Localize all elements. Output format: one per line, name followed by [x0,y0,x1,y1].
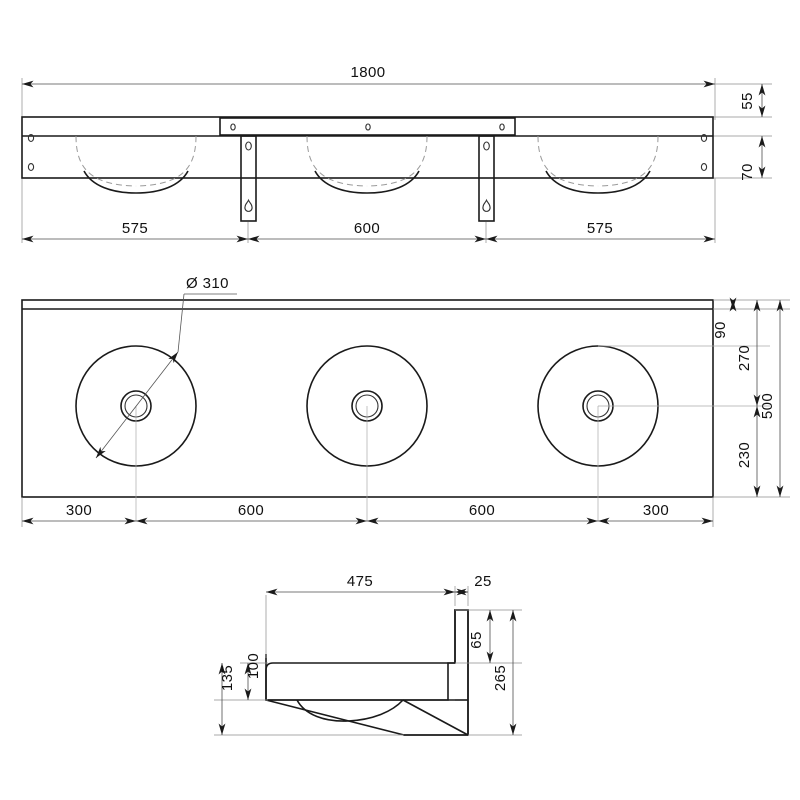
side-body-outline [265,609,469,736]
plan-body-outline [21,299,714,498]
dim-plan-bowl-diameter: Ø 310 [95,275,237,459]
dim-label-overall-length: 1800 [351,64,386,81]
dim-label-centre-to-front: 230 [736,442,753,468]
plan-bowl-2 [306,345,428,521]
dim-side-right-vertical: 65 265 [468,610,517,735]
dim-front-heights: 55 70 [739,84,766,181]
dim-label-bowl-length: 475 [347,573,373,590]
dim-side-horizontal: 475 25 [266,573,492,596]
side-section-view: 475 25 135 100 65 265 [214,573,522,736]
dim-plan-horizontal-chain: 300 600 600 300 [22,502,713,525]
dim-label-back-to-centre: 270 [736,345,753,371]
dim-side-left-vertical: 135 100 [218,653,262,735]
dim-label-edge-to-centre-right: 300 [643,502,669,519]
dim-label-centre-to-centre-left: 600 [238,502,264,519]
dim-label-total-height: 135 [219,665,236,691]
front-rail-holes [230,123,505,131]
dim-front-segments: 575 600 575 [22,220,715,243]
dim-label-overall-height: 265 [492,665,509,691]
plan-bowl-3 [537,345,770,521]
front-bowl-profiles [75,135,659,194]
front-extension-lines [21,78,772,243]
plan-extension-lines [21,299,790,527]
dim-label-upstand-height: 65 [468,631,485,649]
dim-label-edge-to-centre-left: 300 [66,502,92,519]
front-support-brackets [240,135,495,222]
dim-label-back-rim: 90 [712,321,729,339]
dim-label-segment-left: 575 [122,220,148,237]
plan-view: Ø 310 300 600 600 300 90 [21,275,790,527]
dim-front-overall-length: 1800 [22,64,715,88]
dim-label-centre-to-centre-right: 600 [469,502,495,519]
dim-label-splash-height: 55 [739,92,756,110]
dim-plan-vertical: 90 270 500 230 [712,297,784,497]
dim-label-segment-middle: 600 [354,220,380,237]
front-elevation-view: 1800 575 600 575 55 70 [21,64,772,243]
dim-label-bowl-height: 100 [245,653,262,679]
front-body-outline [21,116,714,179]
dim-label-bowl-diameter: Ø 310 [186,275,229,292]
dim-label-rear-upstand: 25 [474,573,492,590]
dim-label-overall-depth: 500 [759,393,776,419]
plan-bowl-1 [75,345,197,521]
front-wall-fixings [27,134,708,171]
dim-label-bowl-depth: 70 [739,163,756,181]
dim-label-segment-right: 575 [587,220,613,237]
side-body-outline-clean [265,609,469,736]
